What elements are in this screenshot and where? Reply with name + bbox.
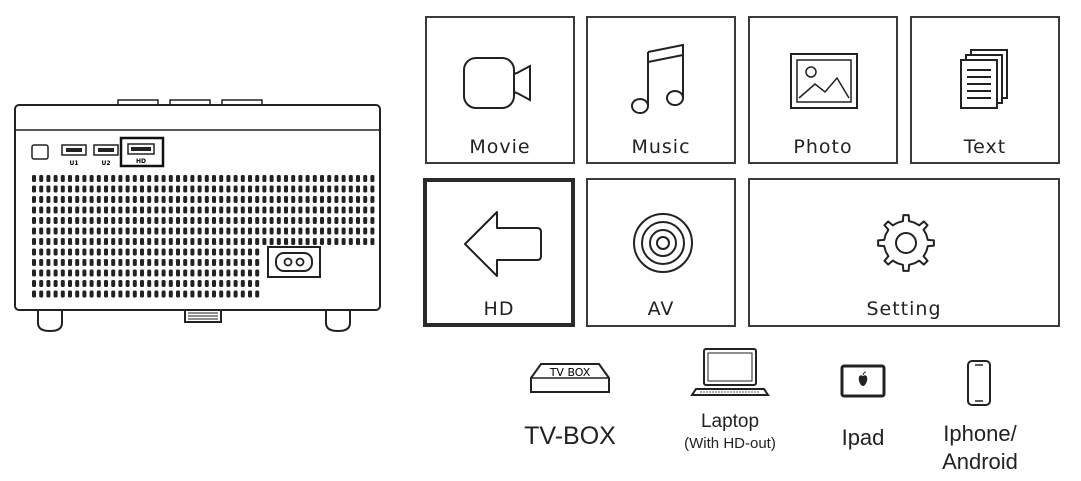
tile-av-label: AV <box>647 298 675 320</box>
video-camera-icon <box>463 57 531 109</box>
av-circle-icon <box>633 213 693 273</box>
tile-photo-label: Photo <box>793 136 853 158</box>
usb1-port: U1 <box>61 144 87 167</box>
tile-music-label: Music <box>631 136 691 158</box>
laptop-icon <box>690 348 770 396</box>
vent-grille <box>32 175 375 298</box>
tile-setting[interactable]: Setting <box>748 178 1060 327</box>
hd-port: HD <box>119 136 165 168</box>
input-arrow-icon <box>464 211 542 277</box>
document-icon <box>960 49 1008 109</box>
device-ipad: Ipad <box>828 360 898 460</box>
tile-text[interactable]: Text <box>910 16 1060 164</box>
gear-icon <box>877 214 935 272</box>
usb2-port: U2 <box>93 144 119 167</box>
laptop-label: Laptop <box>700 411 760 432</box>
tile-movie[interactable]: Movie <box>425 16 575 164</box>
tablet-icon <box>840 364 886 398</box>
phone-label-line2: Android <box>942 449 1018 474</box>
tile-setting-label: Setting <box>866 298 942 320</box>
power-socket <box>267 246 321 278</box>
projector-rear-illustration: U1 U2 HD <box>14 99 381 333</box>
laptop-sublabel: (With HD-out) <box>684 435 776 452</box>
tile-music[interactable]: Music <box>586 16 736 164</box>
tile-av[interactable]: AV <box>586 178 736 327</box>
tile-hd-label: HD <box>483 298 515 320</box>
photo-icon <box>790 53 858 109</box>
svg-text:TV BOX: TV BOX <box>549 366 591 379</box>
device-laptop: Laptop (With HD-out) <box>660 345 800 465</box>
svg-text:U1: U1 <box>69 160 78 167</box>
tile-text-label: Text <box>963 136 1007 158</box>
svg-text:U2: U2 <box>101 160 110 167</box>
device-phone: Iphone/ Android <box>925 357 1035 477</box>
ipad-label: Ipad <box>841 425 885 450</box>
music-note-icon <box>631 43 684 114</box>
device-tv-box: TV BOX TV-BOX <box>520 360 620 460</box>
tile-hd[interactable]: HD <box>423 178 575 327</box>
tile-movie-label: Movie <box>469 136 531 158</box>
svg-text:HD: HD <box>136 158 146 165</box>
tv-box-icon: TV BOX <box>530 363 610 393</box>
tile-photo[interactable]: Photo <box>748 16 898 164</box>
phone-label-line1: Iphone/ <box>943 421 1017 446</box>
phone-icon <box>967 360 991 406</box>
tv-box-label: TV-BOX <box>524 422 616 450</box>
